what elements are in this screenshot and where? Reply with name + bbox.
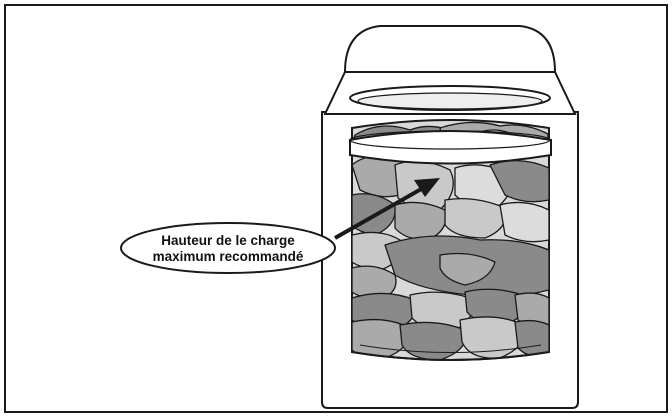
callout-line-2: maximum recommandé <box>153 249 304 264</box>
callout-label: Hauteur de le charge maximum recommandé <box>121 223 335 273</box>
callout-ellipse <box>121 223 335 273</box>
max-load-line <box>350 131 551 164</box>
washer-lid <box>345 26 555 72</box>
washer-opening-inner <box>358 93 542 109</box>
callout-line-1: Hauteur de le charge <box>161 233 295 248</box>
